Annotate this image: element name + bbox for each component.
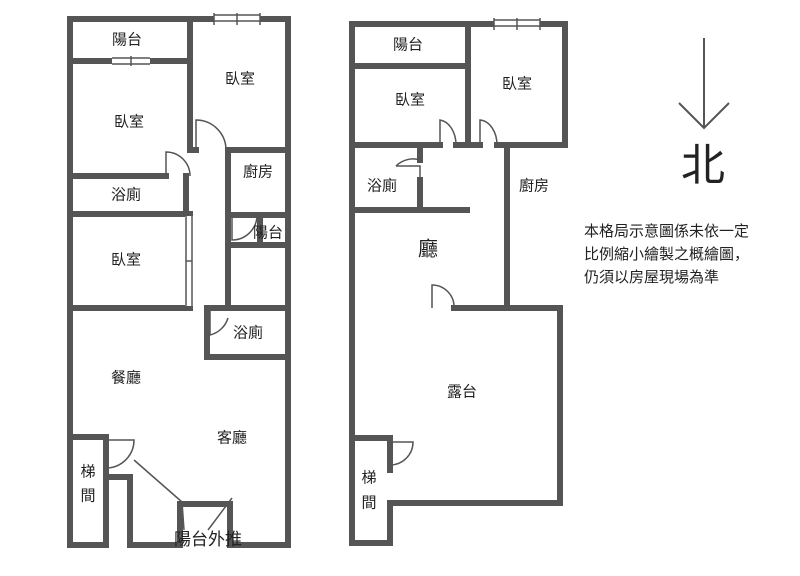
- room-label: 間: [361, 494, 376, 512]
- room-label: 臥室: [395, 91, 425, 109]
- room-label: 臥室: [114, 113, 144, 131]
- disclaimer-line: 比例縮小繪製之概繪圖，: [584, 245, 750, 263]
- room-label: 間: [80, 487, 95, 505]
- door-swing-icon: [431, 284, 455, 309]
- room-label: 露台: [447, 383, 477, 401]
- balcony-push-label: 陽台外推: [174, 530, 242, 550]
- room-label: 餐廳: [111, 369, 141, 387]
- room-label: 臥室: [502, 75, 532, 93]
- door-swing-icon: [105, 439, 135, 469]
- room-label: 臥室: [111, 251, 141, 269]
- door-swing-icon: [209, 310, 229, 336]
- north-label: 北: [681, 140, 725, 191]
- room-label: 廳: [418, 237, 438, 261]
- door-swing-icon: [439, 119, 457, 146]
- room-label: 梯: [80, 463, 95, 481]
- room-label: 廚房: [519, 177, 549, 195]
- door-swing-icon: [195, 119, 227, 151]
- room-label: 客廳: [217, 429, 247, 447]
- room-label: 臥室: [225, 70, 255, 88]
- pointer-line: [207, 497, 233, 531]
- room-label: 陽台: [253, 224, 283, 242]
- room-label: 梯: [361, 469, 376, 487]
- room-label: 陽台: [393, 36, 423, 54]
- pointer-line: [133, 459, 183, 503]
- room-label: 廚房: [243, 163, 273, 181]
- floor2-outer-wall: [349, 21, 568, 546]
- north-arrow-icon: [678, 38, 730, 130]
- door-swing-icon: [165, 151, 191, 177]
- door-swing-icon: [479, 119, 498, 146]
- room-label: 浴廁: [233, 324, 263, 342]
- room-label: 陽台: [112, 31, 142, 49]
- floor1-outer-wall: [67, 16, 291, 548]
- disclaimer-line: 本格局示意圖係未依一定: [584, 222, 750, 240]
- door-swing-icon: [395, 158, 421, 180]
- door-swing-icon: [389, 441, 414, 466]
- room-label: 浴廁: [367, 177, 397, 195]
- room-label: 浴廁: [111, 186, 141, 204]
- floor-2-plan: 陽台 臥室 臥室 浴廁 廚房 廳 露台 梯 間: [349, 18, 568, 546]
- disclaimer-note: 本格局示意圖係未依一定 比例縮小繪製之概繪圖， 仍須以房屋現場為準: [584, 220, 784, 289]
- floor-1-plan: 陽台 臥室 臥室 浴廁 廚房 陽台 臥室 浴廁 餐廳 客廳 梯 間 陽台外推: [67, 13, 291, 550]
- disclaimer-line: 仍須以房屋現場為準: [584, 268, 720, 286]
- door-swing-icon: [231, 214, 258, 241]
- pointer-line: [181, 501, 185, 531]
